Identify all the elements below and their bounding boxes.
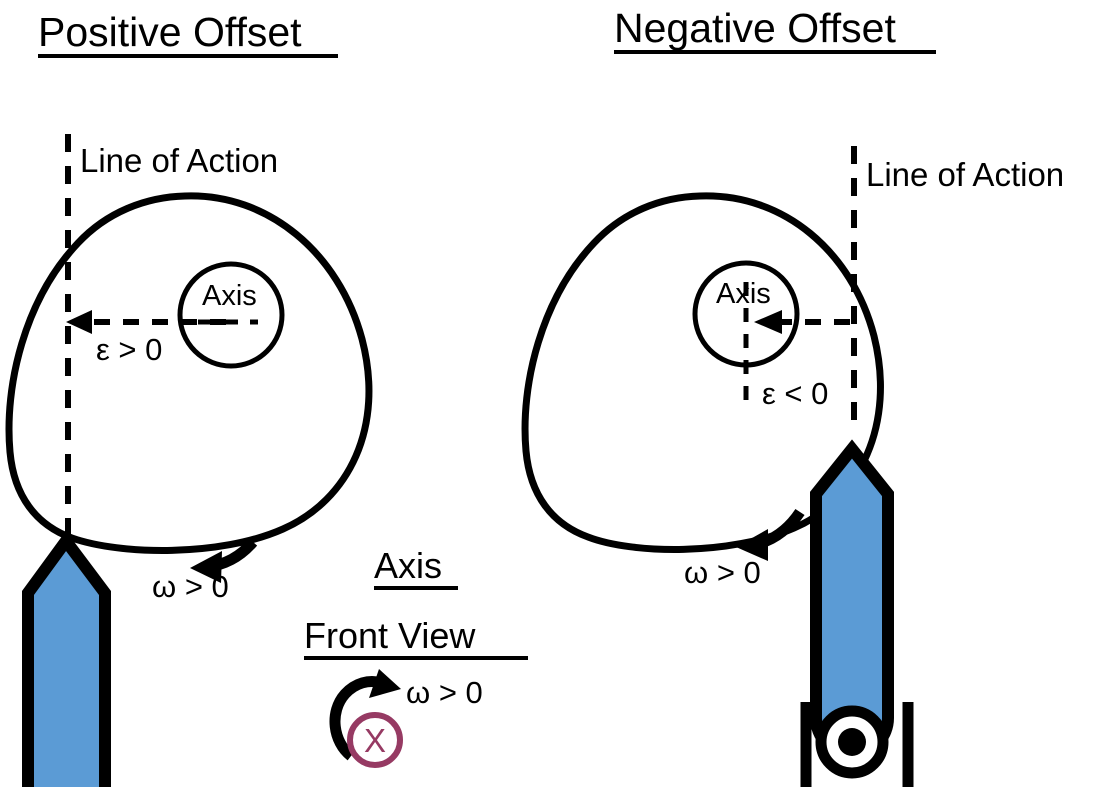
left-offset-label: ε > 0 [96, 332, 162, 367]
left-follower-blade [22, 530, 111, 787]
right-panel-title: Negative Offset [614, 5, 896, 51]
right-axis-label: Axis [716, 278, 771, 310]
center-axis-symbol-circle [347, 712, 403, 768]
left-offset-arrowhead [66, 310, 92, 334]
right-offset-label: ε < 0 [762, 376, 828, 411]
center-axis-symbol-glyph: X [364, 722, 386, 759]
right-line-of-action-label: Line of Action [866, 156, 1064, 193]
right-cam-profile [521, 192, 884, 553]
center-omega-label: ω > 0 [406, 675, 483, 710]
center-title-axis: Axis [374, 545, 442, 586]
right-rotation-arrowhead [736, 529, 768, 561]
left-rotation-arrowhead [190, 551, 222, 583]
right-omega-label: ω > 0 [684, 555, 761, 590]
left-axis-label: Axis [202, 280, 257, 312]
center-title-front-view: Front View [304, 615, 476, 656]
center-rotation-arc [329, 675, 384, 761]
left-panel-title: Positive Offset [38, 9, 302, 55]
left-omega-label: ω > 0 [152, 569, 229, 604]
center-rotation-arrowhead [369, 669, 401, 698]
right-offset-arrowhead [754, 310, 782, 334]
left-axis-circle [177, 261, 285, 369]
left-cam-profile [5, 192, 373, 554]
left-line-of-action-label: Line of Action [80, 142, 278, 179]
right-pivot-dot [838, 728, 866, 756]
